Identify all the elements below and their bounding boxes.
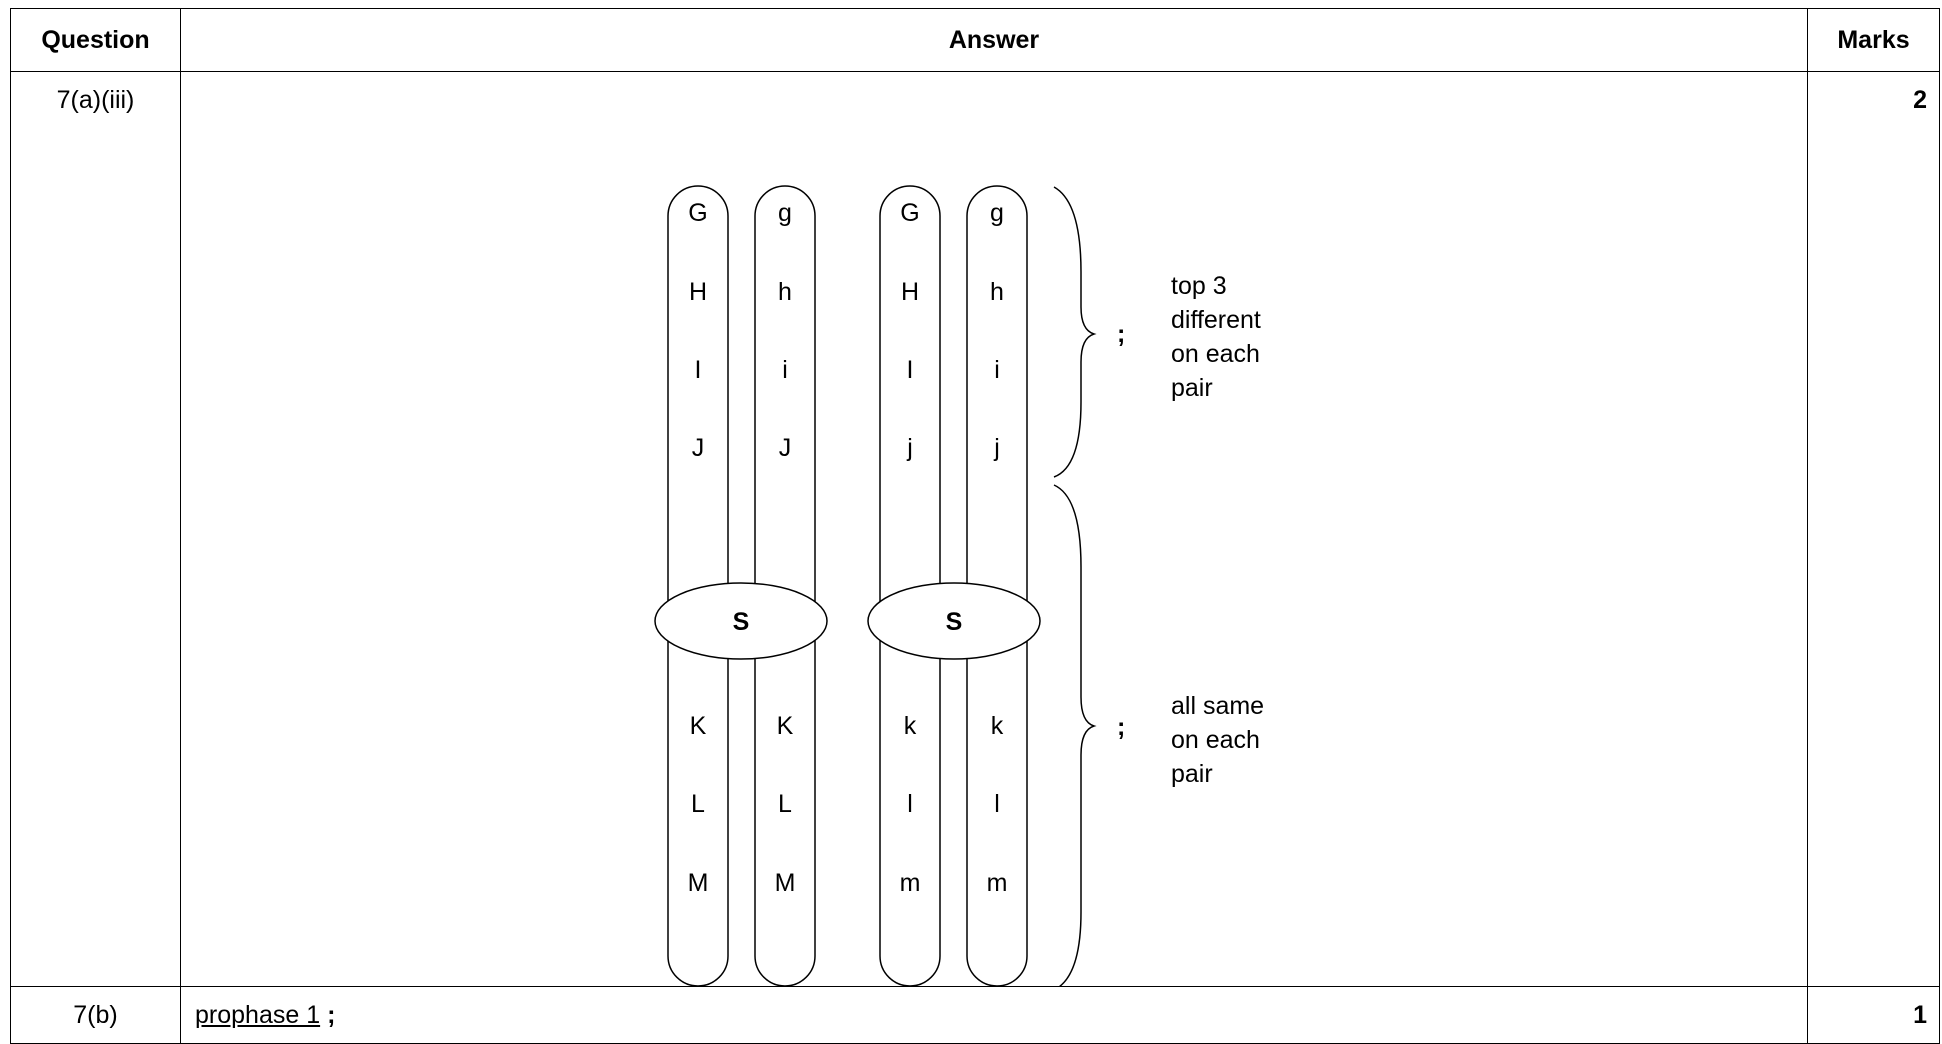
allele-label: I xyxy=(695,356,702,384)
allele-label: I xyxy=(907,356,914,384)
answer-header: Answer xyxy=(180,8,1808,72)
allele-label: j xyxy=(993,434,1000,462)
marks-value: 2 xyxy=(1913,86,1927,114)
annotation-bottom-line-1: all same xyxy=(1171,692,1264,720)
allele-label: M xyxy=(688,869,709,897)
allele-label: j xyxy=(906,434,913,462)
allele-label: l xyxy=(907,790,913,818)
question-number: 7(a)(iii) xyxy=(56,86,135,114)
annotation-bottom-line-2: on each xyxy=(1171,726,1260,754)
annotation-top-line-3: on each xyxy=(1171,340,1260,368)
marks-cell: 2 xyxy=(1807,71,1940,987)
allele-label: J xyxy=(779,434,792,462)
centromere-right xyxy=(867,582,1041,660)
allele-label: i xyxy=(994,356,1000,384)
brace-bottom xyxy=(1053,484,1097,986)
allele-label: L xyxy=(778,790,792,818)
semicolon-bottom: ; xyxy=(1117,713,1125,741)
brace-top xyxy=(1053,186,1097,478)
allele-label: m xyxy=(900,869,921,897)
allele-label: J xyxy=(692,434,705,462)
question-cell: 7(a)(iii) xyxy=(10,71,181,987)
allele-label: G xyxy=(688,199,707,227)
question-header: Question xyxy=(10,8,181,72)
annotation-bottom-line-3: pair xyxy=(1171,760,1213,788)
centromere-left xyxy=(654,582,828,660)
question-number: 7(b) xyxy=(73,1001,118,1029)
header-row: Question Answer Marks xyxy=(10,8,1940,72)
centromere-label-right: S xyxy=(946,608,963,636)
annotation-top-line-1: top 3 xyxy=(1171,272,1227,300)
annotation-top-line-4: pair xyxy=(1171,374,1213,402)
answer-underlined: prophase 1 xyxy=(195,1001,321,1029)
allele-label: m xyxy=(987,869,1008,897)
allele-label: H xyxy=(689,278,707,306)
semicolon: ; xyxy=(327,1001,336,1029)
allele-label: K xyxy=(690,712,707,740)
table-row: 7(b) prophase 1 ; 1 xyxy=(10,986,1940,1044)
answer-text: prophase 1 ; xyxy=(181,987,1807,1030)
allele-label: l xyxy=(994,790,1000,818)
centromere-label-left: S xyxy=(733,608,750,636)
semicolon-top: ; xyxy=(1117,320,1125,348)
annotation-top-line-2: different xyxy=(1171,306,1261,334)
question-cell: 7(b) xyxy=(10,986,181,1044)
allele-label: G xyxy=(900,199,919,227)
marks-value: 1 xyxy=(1913,1001,1927,1029)
allele-label: g xyxy=(778,199,792,227)
allele-label: h xyxy=(990,278,1004,306)
allele-label: k xyxy=(904,712,917,740)
answer-cell: prophase 1 ; xyxy=(180,986,1808,1044)
allele-label: g xyxy=(990,199,1004,227)
allele-label: H xyxy=(901,278,919,306)
marks-cell: 1 xyxy=(1807,986,1940,1044)
allele-label: M xyxy=(775,869,796,897)
allele-label: L xyxy=(691,790,705,818)
allele-label: h xyxy=(778,278,792,306)
chromosome-diagram: G H I J K L Mg h iJ K L M G H Ij k l m g h i j k l m S S ; ; top… xyxy=(654,185,1264,986)
allele-label: K xyxy=(777,712,794,740)
marks-header: Marks xyxy=(1807,8,1940,72)
allele-label: i xyxy=(782,356,788,384)
allele-label: k xyxy=(991,712,1004,740)
